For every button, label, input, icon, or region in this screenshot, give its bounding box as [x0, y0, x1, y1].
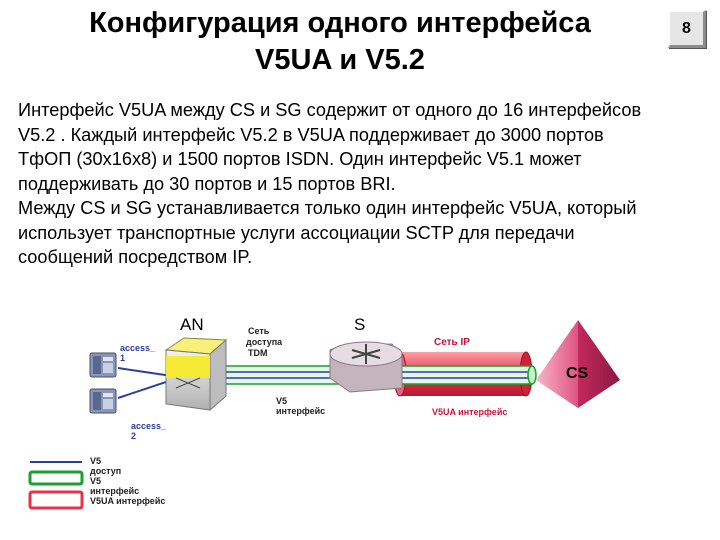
v5ua-interface-label: V5UA интерфейс	[432, 407, 507, 417]
legend-access-label: V5	[90, 456, 101, 466]
page-number-badge: 8	[668, 10, 706, 48]
telephone-icon	[89, 352, 117, 378]
access-2-label: 2	[131, 431, 136, 441]
paragraph-1-line: поддерживать до 30 портов и 15 портов BR…	[18, 173, 396, 194]
an-label: AN	[180, 315, 204, 334]
network-diagram: AN S CS access_ 1 access_ 2 Сеть доступа…	[28, 315, 620, 510]
v5-interface-label: интерфейс	[276, 406, 325, 416]
legend-v5-swatch	[28, 470, 84, 486]
tdm-network-label: доступа	[246, 337, 283, 347]
paragraph-2-line: сообщений посредством IP.	[18, 247, 253, 267]
body-text: Интерфейс V5UA между CS и SG содержит от…	[18, 98, 714, 270]
legend: V5 доступ V5 интерфейс V5UA интерфейс	[28, 456, 165, 510]
legend-v5-label: V5	[90, 476, 101, 486]
cs-pyramid	[536, 320, 620, 408]
legend-v5ua-label: V5UA интерфейс	[90, 496, 165, 506]
access-1-label: access_	[120, 343, 156, 353]
page-title-line-1: Конфигурация одного интерфейса	[89, 7, 591, 39]
router-icon	[329, 341, 403, 393]
paragraph-1-line: Интерфейс V5UA между CS и SG содержит от…	[18, 100, 642, 120]
telephone-icon	[89, 388, 117, 414]
access-node-icon	[164, 337, 228, 412]
access-line-1	[117, 367, 173, 377]
page-title-line-2: V5UA и V5.2	[255, 44, 425, 76]
paragraph-2-line: Между CS и SG устанавливается только оди…	[18, 198, 637, 218]
cs-label: CS	[566, 365, 589, 382]
tdm-network-label: TDM	[248, 348, 268, 358]
paragraph-1-line: V5.2 . Каждый интерфейс V5.2 в V5UA подд…	[18, 124, 604, 145]
legend-v5-label: интерфейс	[90, 486, 139, 496]
tdm-network-label: Сеть	[248, 326, 270, 336]
ip-network-label: Сеть IP	[434, 337, 470, 348]
legend-v5ua-swatch	[28, 490, 84, 510]
access-line-2	[117, 379, 173, 399]
access-1-label: 1	[120, 353, 125, 363]
v5-interface-label: V5	[276, 396, 287, 406]
legend-access-label: доступ	[90, 466, 121, 476]
s-label: S	[354, 315, 365, 334]
paragraph-2-line: использует транспортные услуги ассоциаци…	[18, 222, 575, 243]
access-2-label: access_	[131, 421, 167, 431]
paragraph-1-line: ТфОП (30х16х8) и 1500 портов ISDN. Один …	[18, 149, 582, 169]
